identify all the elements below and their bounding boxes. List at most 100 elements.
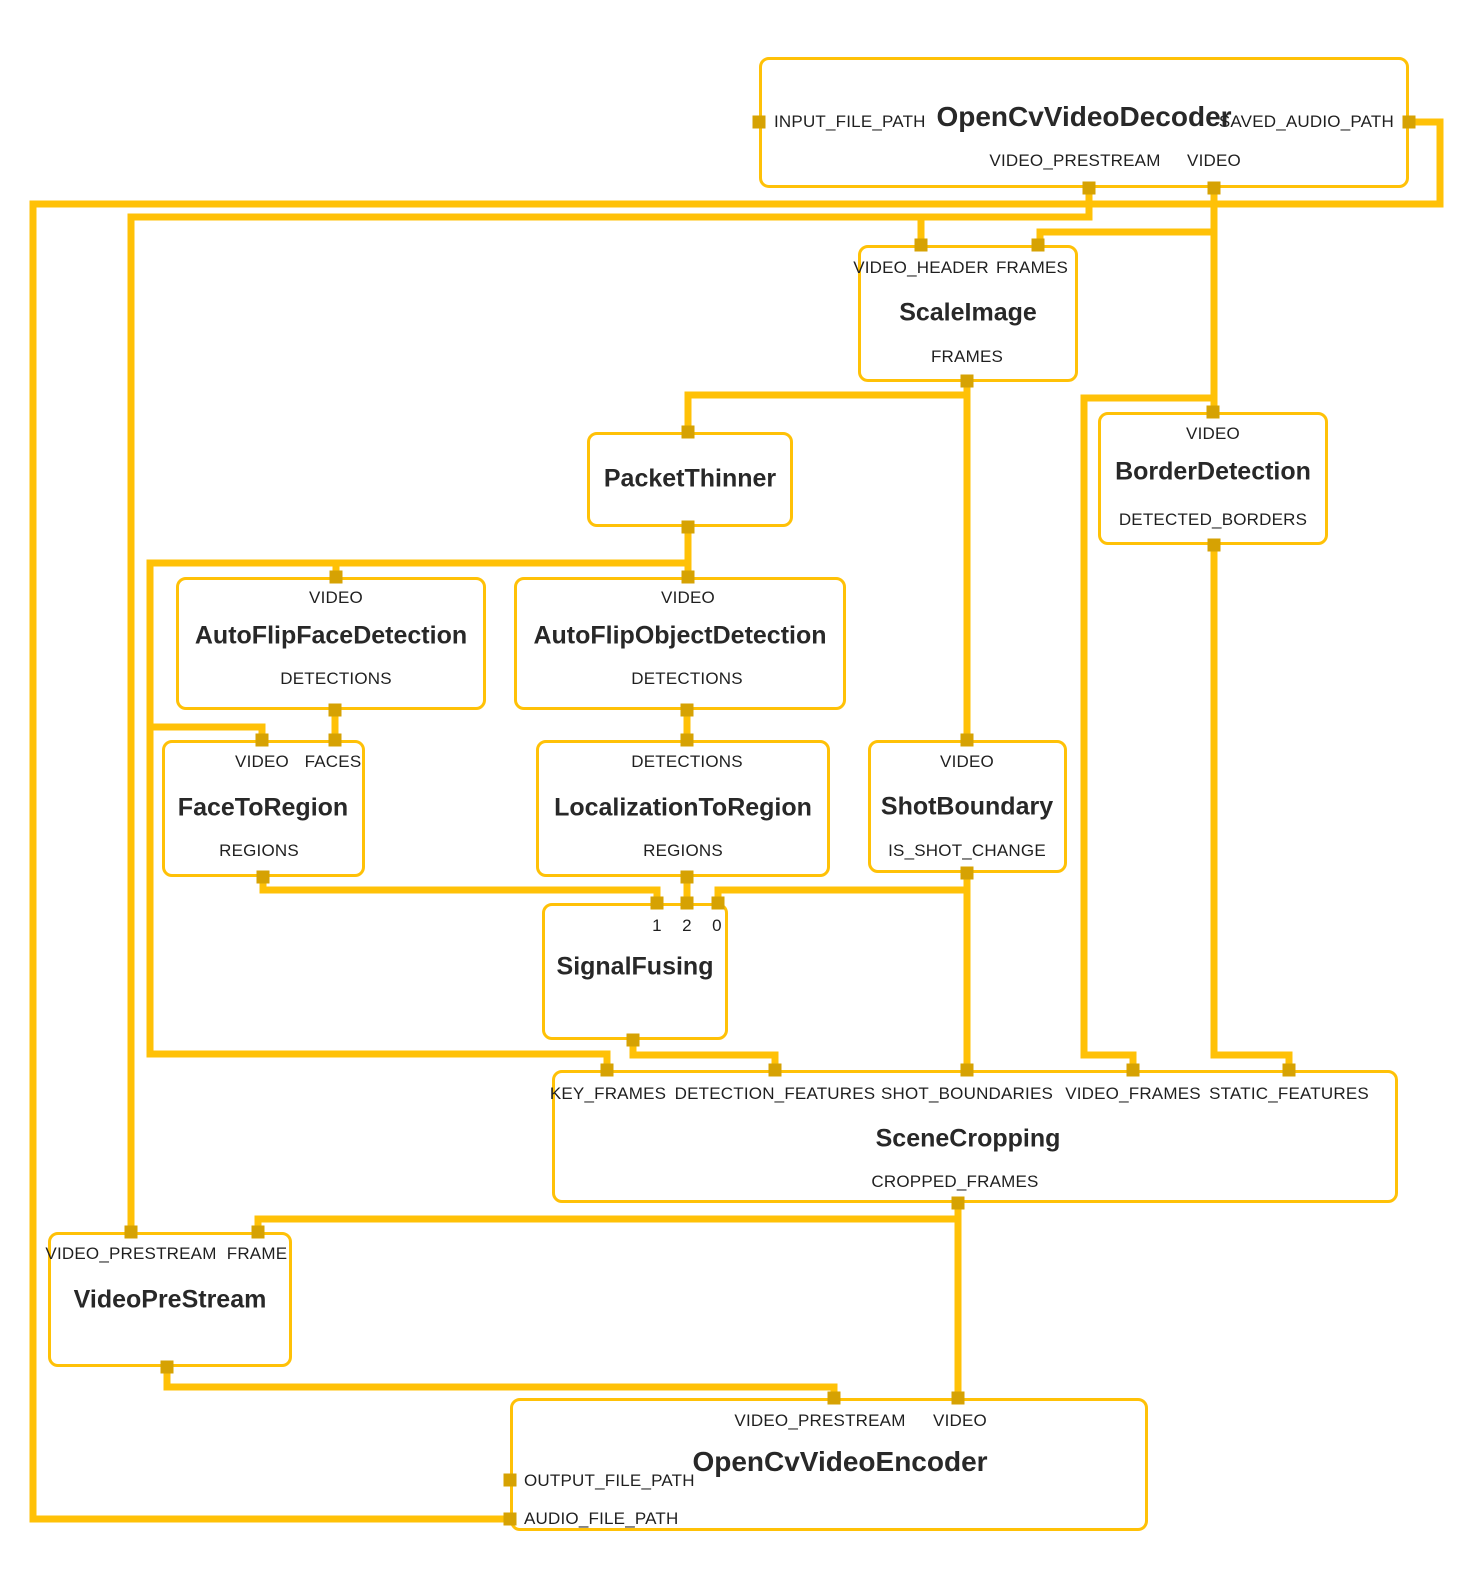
edge-video-raw-to-scale-image[interactable]	[1036, 228, 1214, 245]
side-output-label: SAVED_AUDIO_PATH	[1218, 112, 1394, 131]
edge-cropped-frames-to-video-pre-stream[interactable]	[254, 1215, 958, 1232]
input-label: VIDEO_PRESTREAM	[734, 1411, 906, 1430]
input-label: VIDEO_FRAMES	[1065, 1084, 1201, 1103]
port-detection-features-in[interactable]	[768, 1063, 782, 1077]
output-label: FRAMES	[930, 347, 1004, 366]
output-label: VIDEO_PRESTREAM	[989, 151, 1161, 170]
input-label: VIDEO_HEADER	[853, 258, 989, 277]
node-title: SceneCropping	[875, 1124, 1061, 1153]
port-detections-in[interactable]	[680, 733, 694, 747]
port-input-file-path[interactable]	[752, 115, 766, 129]
edge-video-header-out-to-encoder[interactable]	[163, 1367, 838, 1398]
output-label: REGIONS	[643, 841, 723, 860]
node-title: AutoFlipObjectDetection	[533, 621, 827, 650]
node-title: ShotBoundary	[880, 792, 1054, 821]
input-label: DETECTIONS	[631, 752, 743, 771]
port-frame-in[interactable]	[251, 1225, 265, 1239]
port-video-in[interactable]	[951, 1391, 965, 1405]
edge-salient-regions[interactable]	[629, 1040, 779, 1070]
port-video-prestream-out[interactable]	[1082, 181, 1096, 195]
port-signal-fusing-out[interactable]	[626, 1033, 640, 1047]
input-label: STATIC_FEATURES	[1209, 1084, 1369, 1103]
edge-shot-change-to-signal-fusing[interactable]	[714, 886, 967, 903]
output-label: VIDEO	[1187, 151, 1241, 170]
input-label: 2	[682, 916, 692, 935]
input-label: DETECTION_FEATURES	[674, 1084, 876, 1103]
input-label: SHOT_BOUNDARIES	[880, 1084, 1054, 1103]
port-saved-audio-path[interactable]	[1402, 115, 1416, 129]
port-cropped-frames-out[interactable]	[951, 1196, 965, 1210]
side-input-label: OUTPUT_FILE_PATH	[524, 1471, 695, 1490]
port-key-frames-in[interactable]	[600, 1063, 614, 1077]
port-regions-out[interactable]	[680, 870, 694, 884]
port-faces-in[interactable]	[328, 733, 342, 747]
port-video-in[interactable]	[960, 733, 974, 747]
port-output-file-path[interactable]	[503, 1473, 517, 1487]
port-video-header-in[interactable]	[914, 238, 928, 252]
edge-saved-audio-path-to-audio-file-path[interactable]	[29, 118, 1444, 1523]
node-box-scale-image[interactable]	[858, 245, 1078, 382]
port-detections-out[interactable]	[680, 703, 694, 717]
port-frames-in[interactable]	[1031, 238, 1045, 252]
port-regions-out[interactable]	[256, 870, 270, 884]
input-label: VIDEO	[933, 1411, 987, 1430]
input-label: VIDEO	[661, 588, 715, 607]
node-title: ScaleImage	[899, 298, 1037, 327]
node-box-border-detection[interactable]	[1098, 412, 1328, 545]
output-label: IS_SHOT_CHANGE	[888, 841, 1046, 860]
output-label: CROPPED_FRAMES	[871, 1172, 1039, 1191]
node-box-open-cv-video-decoder[interactable]	[759, 57, 1409, 188]
port-video-in[interactable]	[255, 733, 269, 747]
port-0-in[interactable]	[711, 896, 725, 910]
node-box-open-cv-video-encoder[interactable]	[510, 1398, 1148, 1531]
port-2-in[interactable]	[680, 896, 694, 910]
port-video-out[interactable]	[1207, 181, 1221, 195]
port-video-in[interactable]	[1206, 405, 1220, 419]
port-packet-thinner-in[interactable]	[681, 425, 695, 439]
side-input-label: INPUT_FILE_PATH	[774, 112, 926, 131]
input-label: 0	[712, 916, 722, 935]
edge-detected-borders[interactable]	[1210, 545, 1293, 1070]
output-label: DETECTED_BORDERS	[1118, 510, 1308, 529]
side-input-label: AUDIO_FILE_PATH	[524, 1509, 679, 1528]
edge-face-regions[interactable]	[259, 877, 661, 903]
edge-video-raw-to-scene-cropping[interactable]	[1080, 394, 1214, 1070]
node-box-auto-flip-object-detection[interactable]	[514, 577, 846, 710]
port-video-prestream-in[interactable]	[124, 1225, 138, 1239]
port-audio-file-path[interactable]	[503, 1512, 517, 1526]
input-label: FRAME	[226, 1244, 288, 1263]
port-frames-out[interactable]	[960, 374, 974, 388]
edge-downsampled-to-face-to-region[interactable]	[150, 723, 266, 740]
node-title: OpenCvVideoDecoder	[936, 101, 1232, 132]
node-box-scene-cropping[interactable]	[552, 1070, 1398, 1203]
port-packet-thinner-out[interactable]	[681, 520, 695, 534]
port-detected-borders-out[interactable]	[1207, 538, 1221, 552]
port-video-prestream-in[interactable]	[827, 1391, 841, 1405]
input-label: VIDEO	[309, 588, 363, 607]
node-box-signal-fusing[interactable]	[542, 903, 728, 1040]
output-label: DETECTIONS	[280, 669, 392, 688]
edge-scaled-frames-to-packet-thinner[interactable]	[684, 391, 967, 432]
node-box-face-to-region[interactable]	[162, 740, 365, 877]
input-label: VIDEO	[940, 752, 994, 771]
output-label: REGIONS	[219, 841, 299, 860]
port-1-in[interactable]	[650, 896, 664, 910]
input-label: 1	[652, 916, 662, 935]
port-video-in[interactable]	[681, 570, 695, 584]
input-label: FACES	[304, 752, 362, 771]
port-detections-out[interactable]	[328, 703, 342, 717]
port-shot-boundaries-in[interactable]	[960, 1063, 974, 1077]
port-is-shot-change-out[interactable]	[960, 866, 974, 880]
port-video-pre-stream-out[interactable]	[160, 1360, 174, 1374]
input-label: VIDEO	[235, 752, 289, 771]
node-title: FaceToRegion	[177, 793, 349, 822]
edge-video-prestream-main[interactable]	[127, 188, 1093, 1232]
port-static-features-in[interactable]	[1282, 1063, 1296, 1077]
port-video-in[interactable]	[329, 570, 343, 584]
port-video-frames-in[interactable]	[1126, 1063, 1140, 1077]
node-title: AutoFlipFaceDetection	[194, 621, 468, 650]
edge-downsampled-to-key-frames[interactable]	[146, 559, 688, 1070]
node-title: SignalFusing	[556, 952, 714, 981]
node-title: OpenCvVideoEncoder	[692, 1446, 988, 1477]
